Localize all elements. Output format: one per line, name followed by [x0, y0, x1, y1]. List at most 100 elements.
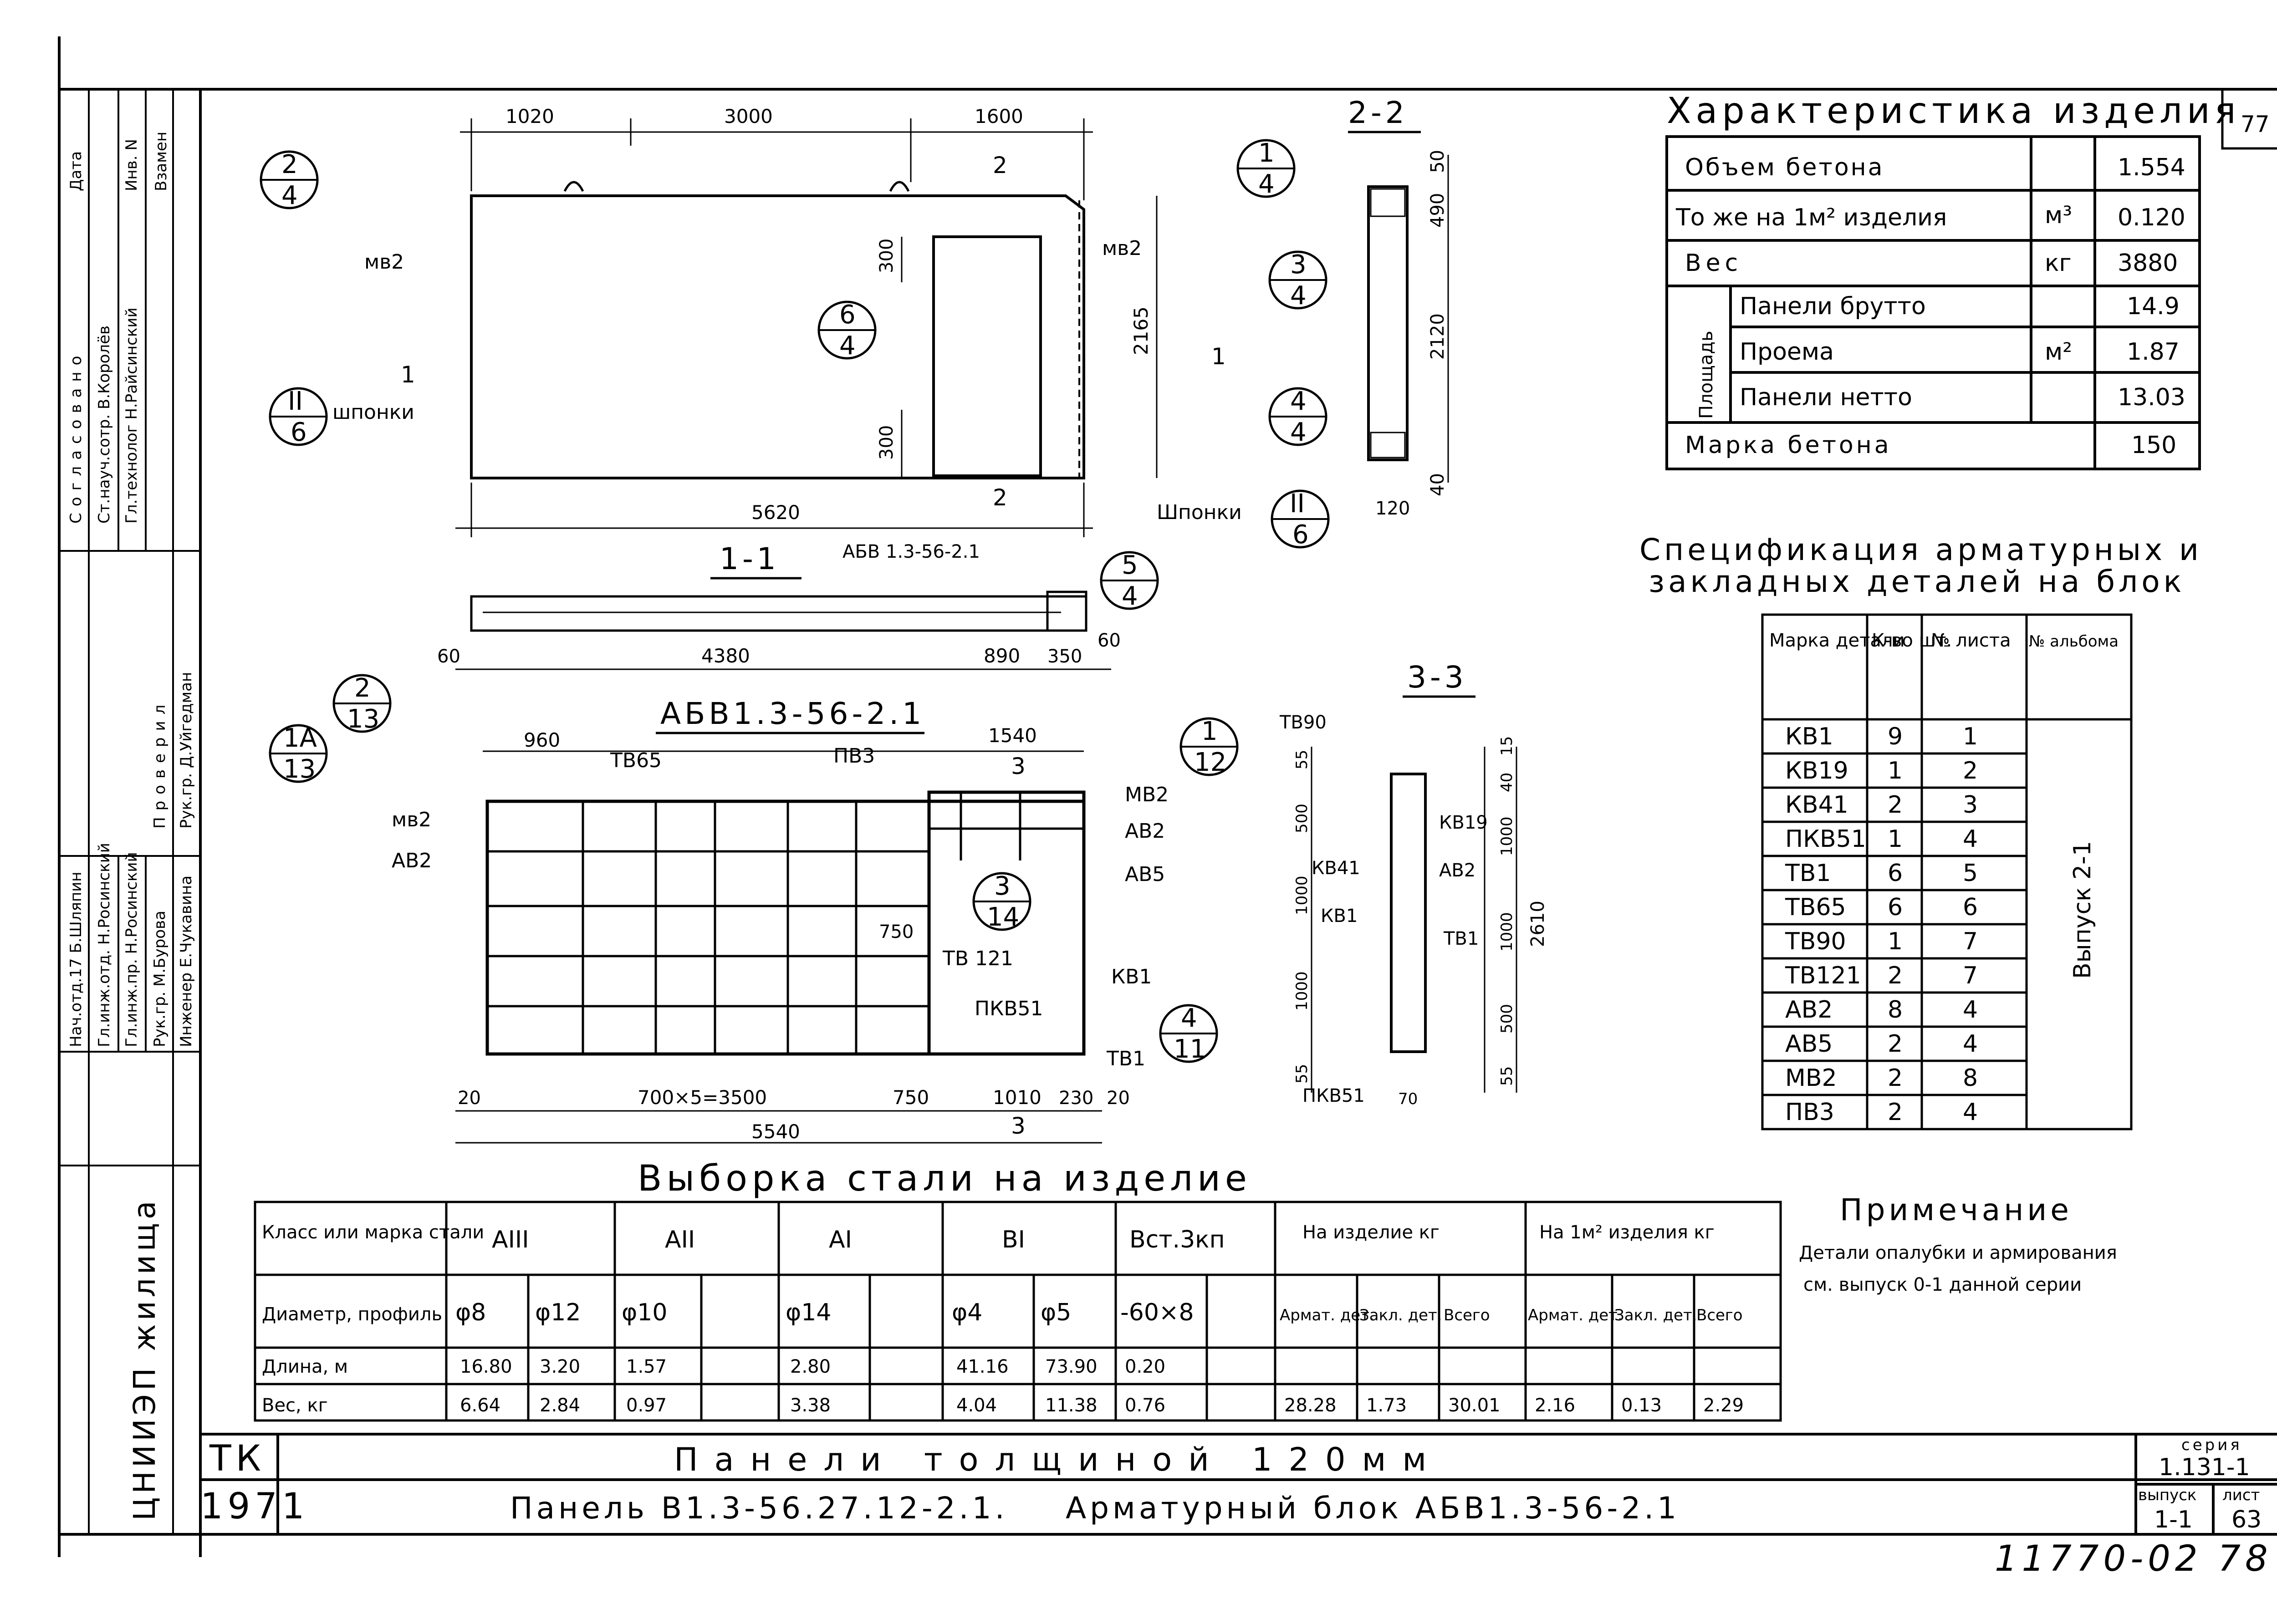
stamp-staff-3: Гл.инж.пр. Н.Росинский — [123, 852, 141, 1047]
steel-profile-cell: φ14 — [786, 1299, 831, 1326]
steel-subheader: Армат. дет. — [1528, 1306, 1623, 1324]
svg-text:5: 5 — [1122, 550, 1138, 580]
svg-text:6: 6 — [839, 300, 856, 330]
title-issue-label: выпуск — [2138, 1486, 2196, 1504]
spec-row-qty: 6 — [1888, 860, 1903, 887]
steel-profile-cell: φ8 — [455, 1299, 486, 1326]
section-mark-1-left: 1 — [401, 361, 415, 388]
char-label-5: Панели нетто — [1740, 384, 1912, 411]
spec-row-sheet: 2 — [1963, 757, 1978, 784]
steel-length-cell: 73.90 — [1045, 1356, 1098, 1377]
steel-total-cell: 2.16 — [1535, 1395, 1575, 1416]
svg-text:4: 4 — [1122, 581, 1138, 611]
svg-text:4: 4 — [1290, 387, 1307, 416]
dim-sec22-490: 490 — [1427, 193, 1448, 228]
stamp-inv-label: Инв. N — [123, 139, 141, 191]
side-stamp — [59, 89, 200, 1534]
char-label-1: То же на 1м² изделия — [1675, 204, 1947, 231]
steel-weight-cell: 11.38 — [1045, 1395, 1098, 1416]
callout-3-4: 34 — [1268, 250, 1327, 311]
char-unit-3: м² — [2045, 338, 2072, 366]
spec-header-1: К-во шт. — [1872, 630, 1952, 651]
label-av2-33: АВ2 — [1439, 860, 1475, 881]
callout-II-6-left: II6 — [269, 387, 328, 447]
label-tv1-33: ТВ1 — [1443, 928, 1479, 949]
steel-cells: φ816.806.64φ123.202.84φ101.570.97φ142.80… — [455, 1299, 1744, 1416]
steel-weight-cell: 2.84 — [540, 1395, 580, 1416]
section-mark-2-bottom: 2 — [993, 484, 1007, 511]
svg-text:1: 1 — [1201, 717, 1218, 746]
spec-row-qty: 2 — [1888, 1030, 1903, 1058]
svg-text:3: 3 — [1290, 250, 1307, 280]
steel-per-m2: На 1м² изделия кг — [1539, 1222, 1715, 1243]
section-mark-3: 3 — [1011, 753, 1026, 779]
dim-sec33-40: 40 — [1498, 773, 1516, 792]
callout-2-4: 24 — [260, 150, 319, 210]
dim-sec33-2610: 2610 — [1527, 901, 1548, 947]
svg-text:3: 3 — [994, 871, 1011, 901]
spec-row-mark: ТВ1 — [1785, 860, 1831, 887]
dim-sec11-890: 890 — [984, 645, 1020, 667]
steel-table: Выборка стали на изделие Класс или марк — [254, 1158, 1782, 1422]
spec-row-sheet: 4 — [1963, 1099, 1978, 1126]
dim-1020: 1020 — [505, 105, 554, 127]
dim-sec11-4380: 4380 — [701, 645, 750, 667]
steel-length-cell: 2.80 — [790, 1356, 831, 1377]
characteristic-title: Характеристика изделия — [1667, 91, 2241, 132]
char-value-3: 14.9 — [2127, 293, 2180, 320]
section-1-1-block: АБВ 1.3-56-2.1 — [842, 541, 980, 562]
stamp-checked: Проверил — [151, 698, 169, 829]
title-sub-left: Панель В1.3-56.27.12-2.1. — [510, 1491, 1008, 1526]
steel-class-0: АIII — [492, 1226, 529, 1253]
note-line-2: см. выпуск 0-1 данной серии — [1803, 1274, 2082, 1295]
spec-row-qty: 9 — [1888, 723, 1903, 750]
dim-sec33-500b: 500 — [1498, 1004, 1516, 1033]
steel-per-item: На изделие кг — [1302, 1222, 1440, 1243]
label-mv2-left: мв2 — [364, 250, 404, 274]
label-mv2-block-left: мв2 — [392, 808, 431, 831]
dim-sec22-120: 120 — [1375, 498, 1410, 519]
spec-title-2: закладных деталей на блок — [1649, 564, 2185, 599]
steel-length-cell: 3.20 — [540, 1356, 580, 1377]
dim-1600: 1600 — [975, 105, 1023, 127]
dim-sec11-60b: 60 — [1098, 630, 1121, 651]
spec-header-2: № листа — [1931, 630, 2011, 651]
char-label-2: Вес — [1685, 249, 1742, 277]
dim-sec22-50: 50 — [1427, 150, 1448, 173]
title-block: ТК 1971 Панели толщиной 120мм Панель В1.… — [200, 1433, 2277, 1534]
steel-length-cell: 1.57 — [626, 1356, 667, 1377]
svg-text:12: 12 — [1194, 748, 1226, 777]
dim-block-230: 230 — [1059, 1088, 1093, 1109]
panel-elevation: 1020 3000 1600 5620 2165 300 300 мв2 мв2… — [332, 105, 1242, 537]
steel-profile-cell: φ4 — [952, 1299, 982, 1326]
stamp-org: ЦНИИЭП жилища — [127, 1197, 162, 1521]
dim-sec33-70: 70 — [1398, 1090, 1418, 1108]
spec-row-mark: КВ41 — [1785, 791, 1848, 819]
char-value-6: 150 — [2131, 432, 2176, 459]
stamp-staff-5: Инженер Е.Чукавина — [177, 876, 195, 1047]
steel-subheader: Армат. дет. — [1280, 1306, 1374, 1324]
dim-300b: 300 — [876, 425, 897, 460]
svg-text:6: 6 — [291, 417, 307, 447]
svg-text:4: 4 — [1290, 281, 1307, 311]
dim-sec33-55c: 55 — [1498, 1066, 1516, 1086]
label-pkv51: ПКВ51 — [975, 997, 1043, 1020]
spec-row-mark: ТВ65 — [1785, 894, 1846, 921]
characteristic-table: Характеристика изделия Объем бетона м³ 1… — [1665, 91, 2241, 470]
dim-2165: 2165 — [1130, 306, 1152, 355]
spec-row-sheet: 1 — [1963, 723, 1978, 750]
title-sheet-label: лист — [2222, 1486, 2260, 1504]
label-tv121: ТВ 121 — [942, 947, 1013, 970]
svg-text:14: 14 — [987, 902, 1019, 932]
dim-sec11-60a: 60 — [437, 646, 460, 667]
spec-row-mark: ПВ3 — [1785, 1099, 1834, 1126]
dim-block-750-vertical: 750 — [879, 921, 914, 942]
steel-weight-cell: 4.04 — [956, 1395, 997, 1416]
stamp-agreed-row-1: Ст.науч.сотр. В.Королёв — [95, 326, 113, 524]
label-tv65: ТВ65 — [610, 749, 662, 772]
callout-6-4: 64 — [817, 300, 877, 361]
spec-header-0: Марка детали — [1769, 630, 1904, 651]
